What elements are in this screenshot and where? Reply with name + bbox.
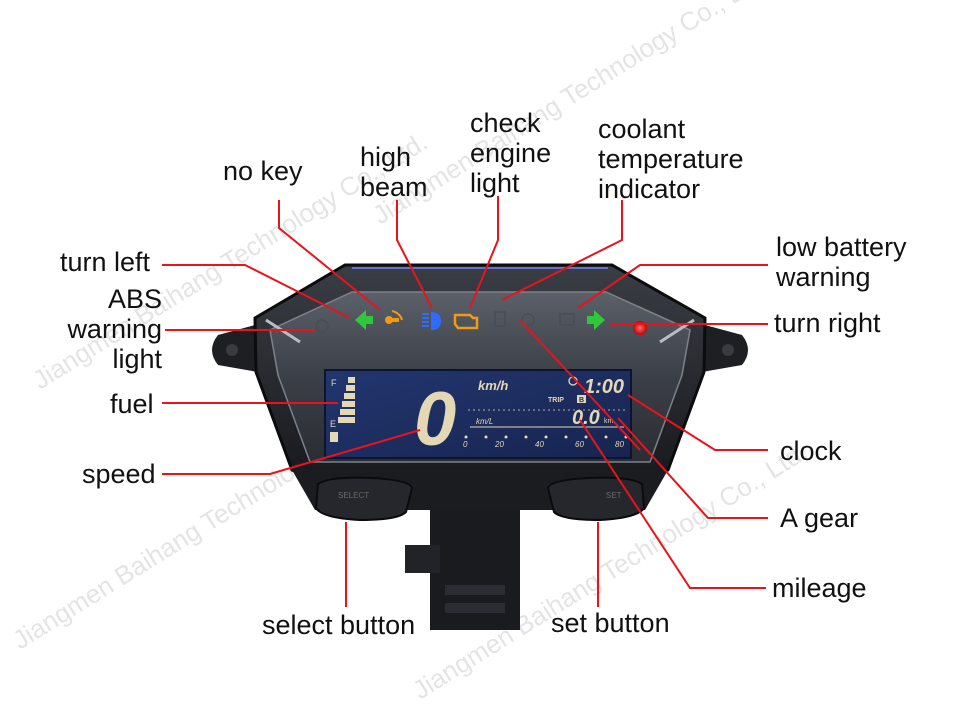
label-check-engine: check engine light bbox=[470, 108, 552, 198]
lcd-display: F E 0 km/h 1:00 TRIP B 0.0 km km/L bbox=[324, 369, 632, 462]
mounting-bracket bbox=[405, 505, 520, 630]
abs-lamp-icon bbox=[315, 319, 329, 333]
label-abs: ABS warning light bbox=[67, 284, 162, 374]
leader-check-engine bbox=[469, 196, 499, 309]
mounting-ear-right bbox=[702, 325, 748, 372]
fuel-gauge: F E bbox=[330, 377, 355, 442]
label-turn-right: turn right bbox=[774, 308, 881, 338]
leader-high-beam bbox=[396, 200, 433, 309]
trip-unit: km bbox=[604, 418, 614, 425]
neutral-lamp-icon bbox=[494, 311, 506, 327]
leader-a-gear bbox=[617, 417, 768, 519]
label-speed: speed bbox=[82, 459, 156, 489]
consumption-unit: km/L bbox=[476, 417, 493, 426]
label-no-key: no key bbox=[223, 156, 303, 186]
clock-value: 1:00 bbox=[584, 376, 624, 398]
trip-flag: B bbox=[579, 397, 584, 404]
scale-tick-label: 40 bbox=[535, 440, 544, 449]
set-button[interactable]: SET bbox=[546, 476, 646, 522]
label-coolant: coolant temperature indicator bbox=[598, 114, 744, 204]
label-mileage: mileage bbox=[772, 573, 867, 603]
select-button[interactable]: SELECT bbox=[314, 476, 414, 522]
leader-coolant bbox=[501, 200, 623, 301]
mounting-ear-left bbox=[212, 325, 258, 372]
high-beam-lamp-icon bbox=[422, 312, 441, 330]
scale-tick-label: 80 bbox=[615, 440, 624, 449]
leader-clock bbox=[627, 394, 768, 451]
scale-dots bbox=[464, 435, 628, 439]
trip-label: TRIP bbox=[548, 397, 564, 404]
label-a-gear: A gear bbox=[780, 503, 859, 533]
label-high-beam: high beam bbox=[360, 142, 428, 202]
coolant-lamp-icon bbox=[521, 313, 535, 327]
trip-value: 0.0 bbox=[572, 407, 600, 429]
leader-low-battery bbox=[577, 264, 768, 309]
leader-turn-left bbox=[162, 264, 351, 319]
label-low-battery: low battery warning bbox=[776, 232, 907, 292]
label-set-button: set button bbox=[551, 608, 670, 638]
fuel-pump-icon bbox=[330, 432, 338, 442]
speed-unit: km/h bbox=[478, 378, 508, 393]
turn-right-lamp-icon bbox=[587, 310, 605, 330]
select-button-text: SELECT bbox=[338, 491, 369, 500]
label-fuel: fuel bbox=[110, 389, 154, 419]
label-turn-left: turn left bbox=[60, 247, 151, 277]
low-battery-lamp-icon bbox=[559, 313, 575, 326]
fuel-empty-label: E bbox=[330, 419, 336, 429]
scale-tick-label: 20 bbox=[494, 440, 504, 449]
leader-mileage bbox=[579, 419, 766, 589]
leader-no-key bbox=[278, 200, 381, 311]
turn-left-lamp-icon bbox=[355, 310, 373, 330]
label-clock: clock bbox=[780, 436, 842, 466]
label-select-button: select button bbox=[262, 610, 416, 640]
no-key-lamp-icon bbox=[385, 310, 403, 324]
fuel-full-label: F bbox=[331, 378, 337, 388]
leader-mileage-gear bbox=[519, 319, 641, 451]
scale-tick-label: 60 bbox=[575, 440, 584, 449]
check-engine-lamp-icon bbox=[453, 313, 479, 330]
speed-digit: 0 bbox=[414, 377, 456, 462]
leader-speed bbox=[162, 429, 421, 475]
set-button-text: SET bbox=[606, 491, 622, 500]
scale-tick-label: 0 bbox=[463, 440, 468, 449]
leader-lines bbox=[162, 196, 768, 607]
